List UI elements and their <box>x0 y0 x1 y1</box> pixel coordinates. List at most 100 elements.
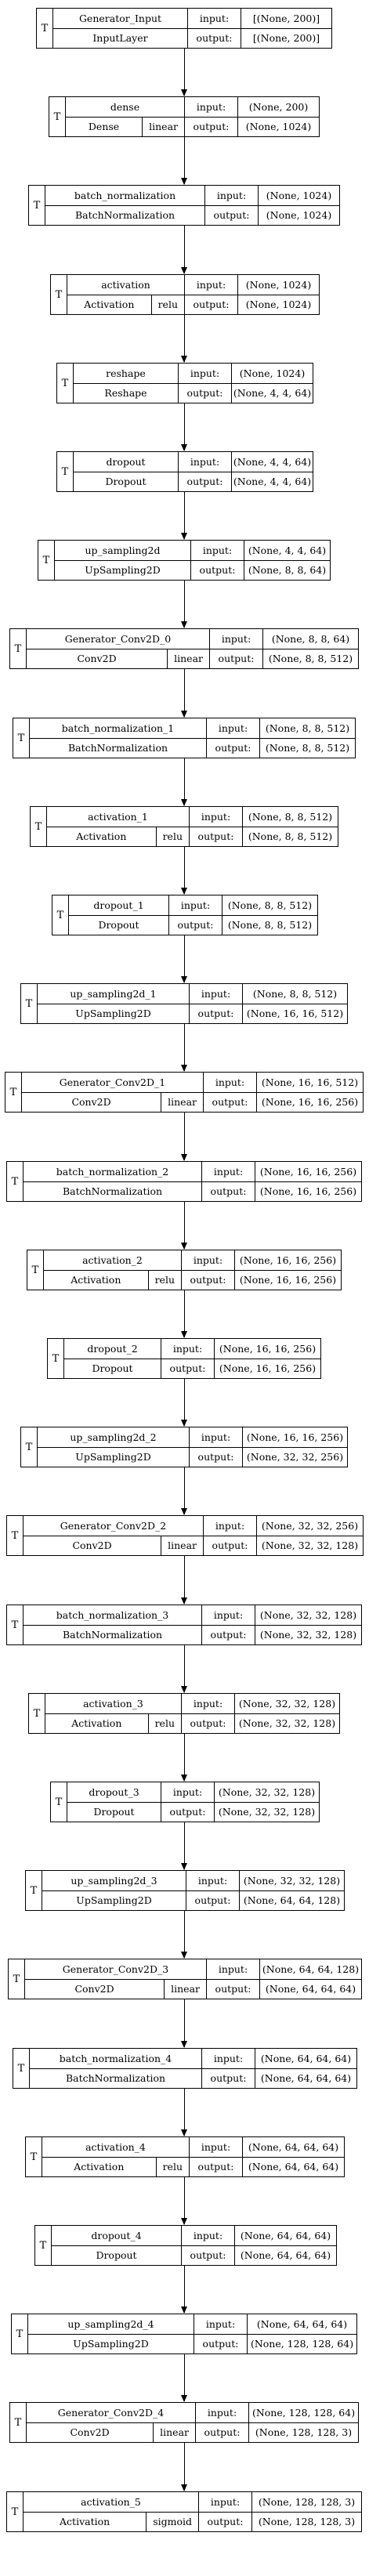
output-label: output: <box>201 1625 255 1644</box>
layer-type: UpSampling2D <box>76 1894 152 1907</box>
flow-arrow <box>181 1734 187 1782</box>
layer-activation: linear <box>142 117 184 136</box>
input-label: input: <box>201 2049 255 2068</box>
flow-arrow <box>181 1467 187 1515</box>
input-label: input: <box>206 718 259 738</box>
layer-node: T Generator_Conv2D_2 input: (None, 32, 3… <box>6 1515 364 1556</box>
layer-node: T batch_normalization_1 input: (None, 8,… <box>13 718 356 758</box>
trainable-flag: T <box>51 1782 67 1822</box>
trainable-flag: T <box>21 984 38 1023</box>
layer-name: up_sampling2d_2 <box>70 1431 157 1443</box>
layer-node: T activation_4 input: (None, 64, 64, 64)… <box>25 2136 345 2177</box>
flow-arrow <box>181 2443 187 2491</box>
layer-type: Conv2D <box>77 653 117 665</box>
trainable-flag: T <box>21 1427 38 1467</box>
layer-name: up_sampling2d <box>85 544 161 556</box>
output-shape: (None, 32, 32, 128) <box>214 1802 319 1822</box>
layer-name: activation_2 <box>82 1254 143 1266</box>
layer-type: Dropout <box>93 1806 135 1818</box>
layer-node: T activation_3 input: (None, 32, 32, 128… <box>28 1693 340 1734</box>
layer-activation: linear <box>164 1979 206 1999</box>
output-label: output: <box>178 472 231 491</box>
trainable-flag: T <box>52 895 69 935</box>
flow-arrow <box>181 2089 187 2136</box>
layer-node: T Generator_Conv2D_4 input: (None, 128, … <box>9 2402 359 2443</box>
layer-name: Generator_Conv2D_1 <box>59 1076 166 1088</box>
input-label: input: <box>203 1516 256 1536</box>
input-label: input: <box>168 895 222 915</box>
layer-type: InputLayer <box>92 32 148 45</box>
layer-name: batch_normalization_3 <box>56 1608 169 1621</box>
input-shape: (None, 200) <box>237 97 319 117</box>
layer-activation: linear <box>153 2422 195 2442</box>
input-label: input: <box>184 275 237 295</box>
layer-name: up_sampling2d_3 <box>71 1874 157 1887</box>
flow-arrow <box>181 49 187 96</box>
input-shape: (None, 64, 64, 128) <box>259 1959 361 1979</box>
layer-node: T Generator_Conv2D_0 input: (None, 8, 8,… <box>9 628 359 669</box>
layer-type: Activation <box>71 1717 122 1730</box>
trainable-flag: T <box>29 1694 45 1733</box>
trainable-flag: T <box>51 275 67 314</box>
layer-name: activation <box>101 278 150 291</box>
trainable-flag: T <box>57 452 74 491</box>
layer-node: T Generator_Conv2D_1 input: (None, 16, 1… <box>5 1072 364 1113</box>
input-label: input: <box>178 364 231 383</box>
trainable-flag: T <box>37 9 53 48</box>
layer-name: activation_4 <box>85 2140 146 2153</box>
output-label: output: <box>189 1447 242 1467</box>
flow-arrow <box>181 581 187 628</box>
flow-arrow <box>181 1113 187 1161</box>
output-shape: (None, 128, 128, 64) <box>247 2334 356 2353</box>
input-shape: (None, 32, 32, 128) <box>239 1871 344 1890</box>
output-label: output: <box>198 2512 251 2531</box>
output-shape: (None, 64, 64, 64) <box>255 2068 356 2088</box>
output-shape: (None, 8, 8, 512) <box>222 915 317 935</box>
input-shape: (None, 128, 128, 64) <box>248 2403 358 2422</box>
layer-node: T activation_2 input: (None, 16, 16, 256… <box>27 1250 342 1290</box>
input-label: input: <box>187 9 241 28</box>
flow-arrow <box>181 669 187 718</box>
input-shape: (None, 8, 8, 512) <box>259 718 355 738</box>
input-label: input: <box>201 1605 255 1625</box>
layer-name: reshape <box>106 367 146 379</box>
layer-type: BatchNormalization <box>65 2072 166 2085</box>
layer-node: T activation input: (None, 1024) Activat… <box>50 274 320 315</box>
layer-type: Dropout <box>105 476 147 488</box>
trainable-flag: T <box>29 186 45 225</box>
layer-node: T up_sampling2d_1 input: (None, 8, 8, 51… <box>20 983 348 1024</box>
input-label: input: <box>186 1871 239 1890</box>
trainable-flag: T <box>13 718 30 758</box>
layer-name: dense <box>110 100 140 113</box>
trainable-flag: T <box>5 1073 22 1112</box>
layer-type: Activation <box>84 298 135 311</box>
output-shape: (None, 4, 4, 64) <box>231 472 313 491</box>
input-label: input: <box>204 186 258 205</box>
layer-node: T dropout input: (None, 4, 4, 64) Dropou… <box>56 451 313 492</box>
trainable-flag: T <box>27 1250 44 1290</box>
flow-arrow <box>181 1645 187 1693</box>
flow-arrow <box>181 1024 187 1072</box>
output-shape: (None, 8, 8, 512) <box>242 827 338 846</box>
layer-type: Dropout <box>92 1362 133 1375</box>
input-label: input: <box>198 2492 251 2512</box>
flow-arrow <box>181 2266 187 2314</box>
output-label: output: <box>189 1004 242 1023</box>
trainable-flag: T <box>7 1605 24 1644</box>
input-shape: (None, 16, 16, 256) <box>214 1339 320 1359</box>
input-shape: (None, 4, 4, 64) <box>231 452 313 472</box>
trainable-flag: T <box>10 629 27 668</box>
trainable-flag: T <box>13 2049 30 2088</box>
flow-arrow <box>181 1379 187 1427</box>
input-label: input: <box>189 1427 242 1447</box>
output-shape: (None, 8, 8, 512) <box>262 649 358 668</box>
output-label: output: <box>203 1092 256 1112</box>
layer-node: T batch_normalization input: (None, 1024… <box>28 185 340 226</box>
layer-type: UpSampling2D <box>85 564 161 577</box>
output-label: output: <box>184 117 237 136</box>
input-shape: (None, 64, 64, 64) <box>234 2226 336 2245</box>
output-shape: (None, 128, 128, 3) <box>251 2512 361 2531</box>
output-label: output: <box>190 560 244 580</box>
layer-name: dropout_3 <box>89 1785 139 1798</box>
layer-activation: sigmoid <box>146 2512 198 2531</box>
